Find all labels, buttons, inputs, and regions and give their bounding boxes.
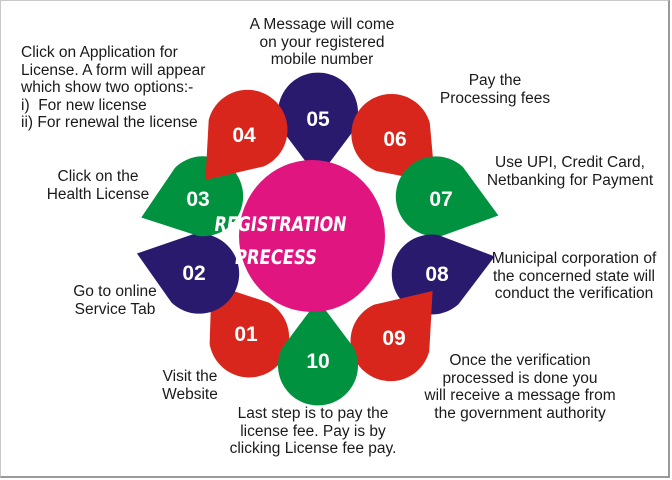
step-number-07: 07	[429, 188, 452, 211]
step-08-description: Municipal corporation of the concerned s…	[491, 250, 657, 302]
step-number-05: 05	[306, 108, 330, 131]
center-title: REGISTRATION PRECESS	[213, 212, 348, 269]
step-petal-10: 10	[278, 300, 358, 406]
step-number-08: 08	[425, 263, 449, 286]
step-02-description: Go to online Service Tab	[73, 283, 157, 318]
center-circle	[239, 160, 385, 312]
title-line-1: REGISTRATION	[213, 212, 348, 236]
step-petal-08: 08	[391, 234, 495, 315]
step-number-03: 03	[186, 188, 209, 211]
step-petal-06: 06	[351, 93, 436, 183]
step-number-04: 04	[232, 124, 256, 147]
step-petal-04: 04	[205, 89, 288, 180]
step-07-description: Use UPI, Credit Card, Netbanking for Pay…	[486, 154, 654, 189]
title-line-2: PRECESS	[233, 245, 318, 269]
step-number-01: 01	[234, 323, 258, 346]
step-10-description: Last step is to pay the license fee. Pay…	[229, 405, 397, 457]
step-number-06: 06	[383, 128, 406, 151]
step-petal-07: 07	[395, 156, 499, 237]
step-05-description: A Message will come on your registered m…	[249, 16, 395, 68]
step-04-description: Click on Application for License. A form…	[21, 44, 206, 131]
step-petal-01: 01	[209, 283, 290, 378]
step-petal-09: 09	[350, 291, 433, 382]
step-petal-02: 02	[136, 233, 240, 314]
step-number-10: 10	[306, 350, 329, 373]
step-06-description: Pay the Processing fees	[439, 72, 551, 107]
step-petal-05: 05	[278, 72, 358, 178]
step-09-description: Once the verification processed is done …	[424, 352, 616, 422]
step-number-02: 02	[182, 262, 205, 285]
step-number-09: 09	[382, 327, 405, 350]
step-01-description: Visit the Website	[162, 368, 218, 403]
step-03-description: Click on the Health License	[46, 168, 150, 203]
